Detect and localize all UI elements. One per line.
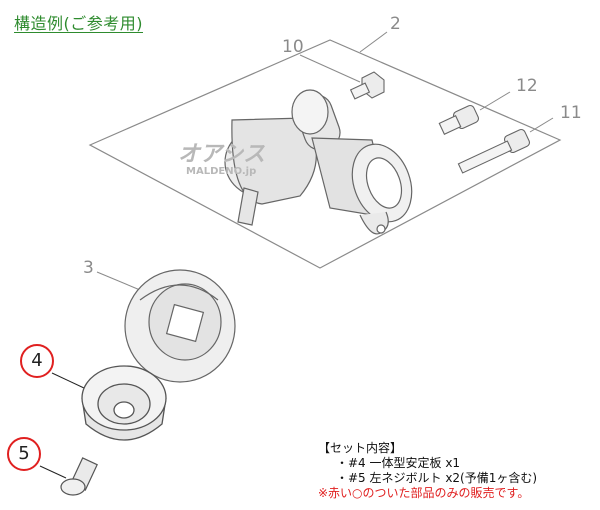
callout-4-circled: 4 [20, 344, 54, 378]
watermark-domain: MALDENO.jp [186, 166, 257, 177]
watermark-logo: オアシス [178, 142, 266, 167]
set-item-stabilizer: ・#4 一体型安定板 x1 [336, 456, 461, 470]
leader-lines [39, 31, 554, 479]
left-thread-bolt-part-5 [60, 457, 98, 496]
callout-12: 12 [516, 76, 538, 96]
callout-5-circled: 5 [7, 437, 41, 471]
receiver-flange-part-3 [124, 269, 236, 383]
set-contents-heading: 【セット内容】 [318, 441, 403, 455]
set-contents-note: 【セット内容】 ・#4 一体型安定板 x1 ・#5 左ネジボルト x2(予備1ヶ… [318, 441, 537, 501]
gear-head-assembly [224, 89, 413, 235]
bolt-part-11 [457, 128, 531, 174]
assembly-panel-outline [88, 39, 562, 269]
callout-3: 3 [83, 258, 94, 278]
bolt-part-10 [349, 71, 385, 100]
callout-11: 11 [560, 103, 582, 123]
callout-2: 2 [390, 14, 401, 34]
set-item-bolt: ・#5 左ネジボルト x2(予備1ヶ含む) [336, 471, 538, 485]
sale-warning: ※赤い○のついた部品のみの販売です。 [318, 486, 530, 500]
bolt-part-12 [438, 104, 480, 135]
stabilizer-plate-part-4 [81, 365, 167, 441]
callout-10: 10 [282, 37, 304, 57]
diagram-title: 構造例(ご参考用) [14, 14, 143, 33]
